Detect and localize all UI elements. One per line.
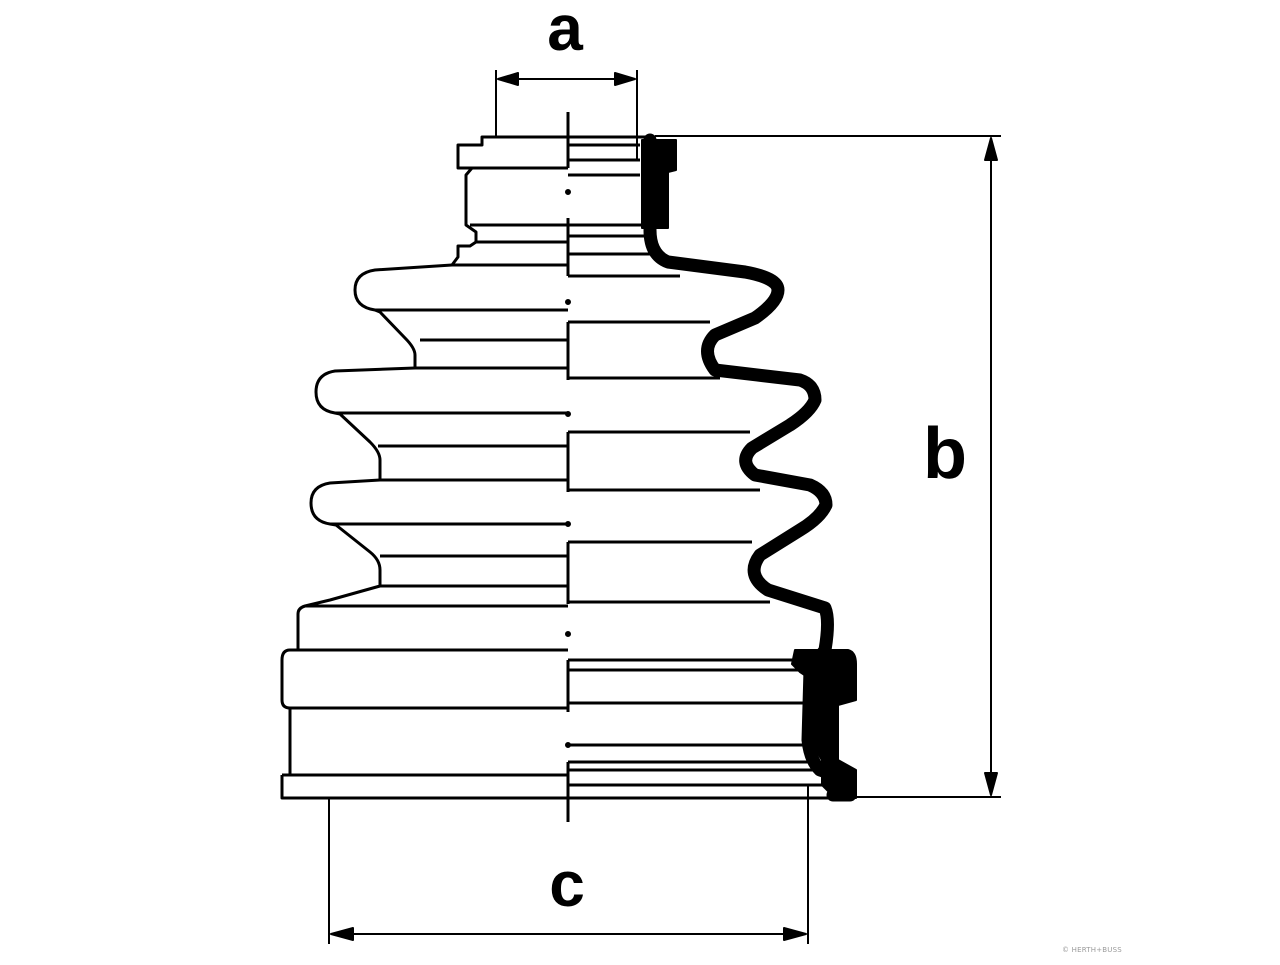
dimension-b	[655, 135, 1001, 798]
boot-section-right-half	[568, 133, 857, 802]
dimension-label-a: a	[547, 0, 583, 64]
small-collar-top-rim	[456, 135, 568, 170]
dimension-c-arrow-right	[783, 927, 807, 941]
center-axis-dot	[565, 189, 571, 195]
small-end-clamp-section	[641, 139, 677, 229]
center-axis-dot	[565, 299, 571, 305]
center-axis-dot	[565, 411, 571, 417]
dimension-c-arrow-left	[330, 927, 354, 941]
dimension-c	[328, 785, 809, 944]
dimension-a-arrow-left	[497, 72, 519, 86]
large-collar-bottom-rim	[280, 773, 568, 800]
dimension-a	[495, 70, 638, 160]
center-axis	[565, 112, 571, 822]
large-collar-band	[280, 648, 568, 710]
small-collar-base-step	[450, 240, 568, 267]
boot-wall-section-profile	[643, 133, 857, 802]
boot-exterior-left-half	[280, 135, 568, 800]
convolution-2-outline	[314, 366, 568, 482]
dimension-a-arrow-right	[614, 72, 636, 86]
convolution-3-outline	[296, 478, 382, 650]
brand-watermark: © HERTH+BUSS	[1062, 946, 1122, 954]
center-axis-dot	[565, 631, 571, 637]
convolution-1-outline	[353, 263, 568, 370]
dimension-b-arrow-top	[984, 137, 998, 161]
center-axis-dot	[565, 521, 571, 527]
dimension-label-c: c	[549, 848, 585, 920]
center-axis-dot	[565, 742, 571, 748]
large-end-clamp-section	[791, 649, 857, 799]
dimension-label-b: b	[923, 414, 967, 494]
dimension-b-arrow-bottom	[984, 772, 998, 796]
small-collar-body	[464, 167, 568, 244]
